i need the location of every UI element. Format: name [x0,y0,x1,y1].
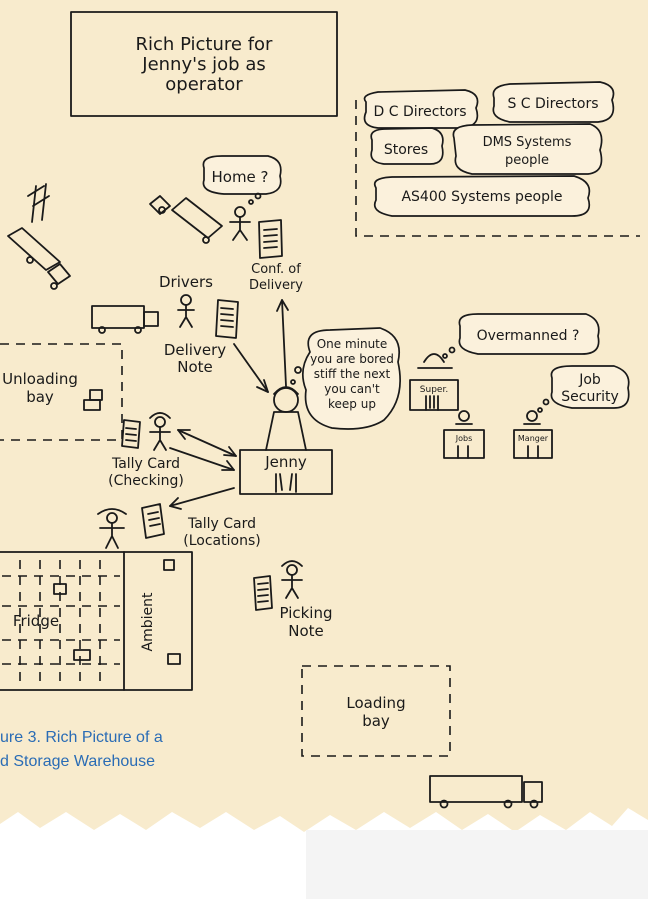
jenny-thought-line-3: stiff the next [314,367,391,381]
as400-systems-label: AS400 Systems people [401,189,562,205]
stick-figure-icon [177,294,195,328]
tally-locations-line-1: Tally Card [187,516,256,532]
loading-bay-line-2: bay [362,712,390,730]
super-figure: Super. [409,353,459,411]
jobs-label: Jobs [455,434,473,443]
storage-grid: Fridge Ambient [0,551,193,691]
jenny-thought-line-5: keep up [328,397,376,411]
conf-delivery-line-1: Conf. of [251,262,301,277]
figure-caption: ure 3. Rich Picture of a d Storage Wareh… [0,729,163,770]
stakeholders-area: D C Directors S C Directors Stores DMS S… [355,81,640,237]
manager-figure: Manger [513,410,553,459]
jenny-figure: Jenny [239,386,333,495]
manager-label: Manger [518,434,549,443]
lorry-icon [91,305,159,334]
tally-checking-line-2: (Checking) [108,473,184,489]
document-icon [258,219,283,259]
job-security-line-2: Security [561,389,619,405]
title-line-2: Jenny's job as [141,54,265,75]
stick-figure-icon [229,206,251,241]
caption-line-1: ure 3. Rich Picture of a [0,729,163,746]
stick-figure-icon [281,560,303,599]
dms-systems-line-2: people [505,153,549,168]
box-icon [83,389,103,411]
jenny-thought-line-2: you are bored [310,352,394,366]
dms-systems-line-1: DMS Systems [483,135,572,150]
loading-bay-line-1: Loading [346,694,405,712]
ambient-label: Ambient [140,592,156,651]
jenny-thought-line-4: you can't [324,382,380,396]
drivers-label: Drivers [159,273,213,291]
title-box: Rich Picture for Jenny's job as operator [70,11,338,117]
lorry-icon [429,775,543,809]
stick-figure-icon [149,412,171,451]
conf-delivery-line-2: Delivery [249,278,303,293]
picking-note-line-1: Picking [279,604,332,622]
fridge-label: Fridge [13,612,59,630]
super-label: Super. [420,385,448,395]
document-icon [253,575,273,611]
box-icon [53,559,181,665]
unloading-bay-line-2: bay [26,388,54,406]
home-thought: Home ? [202,155,282,205]
unloading-bay: Unloading bay [0,343,123,441]
document-icon [121,419,141,449]
stick-figure-icon [97,508,127,549]
home-thought-text: Home ? [211,168,268,186]
jenny-thought: One minute you are bored stiff the next … [290,327,401,430]
title-line-3: operator [165,74,243,95]
document-icon [141,503,165,539]
delivery-note-line-1: Delivery [164,341,226,359]
arrows [169,299,289,510]
tally-checking-line-1: Tally Card [111,456,180,472]
delivery-note-line-2: Note [177,358,213,376]
jenny-label: Jenny [264,453,307,471]
overmanned-thought: Overmanned ? [442,313,600,359]
job-security-line-1: Job [578,372,601,388]
dc-directors-label: D C Directors [374,104,467,120]
document-icon [215,299,239,339]
lorry-icon [7,183,71,290]
job-security-thought: Job Security [537,365,630,413]
stores-label: Stores [384,142,428,158]
jobs-figure: Jobs [443,410,485,459]
title-line-1: Rich Picture for [136,34,274,55]
lorry-icon [149,195,223,244]
overmanned-text: Overmanned ? [477,328,580,344]
tally-locations-line-2: (Locations) [183,533,260,549]
picking-note-line-2: Note [288,622,324,640]
loading-bay: Loading bay [301,665,451,757]
sc-directors-label: S C Directors [507,96,598,112]
jenny-thought-line-1: One minute [317,337,388,351]
caption-line-2: d Storage Warehouse [0,753,155,770]
unloading-bay-line-1: Unloading [2,370,78,388]
